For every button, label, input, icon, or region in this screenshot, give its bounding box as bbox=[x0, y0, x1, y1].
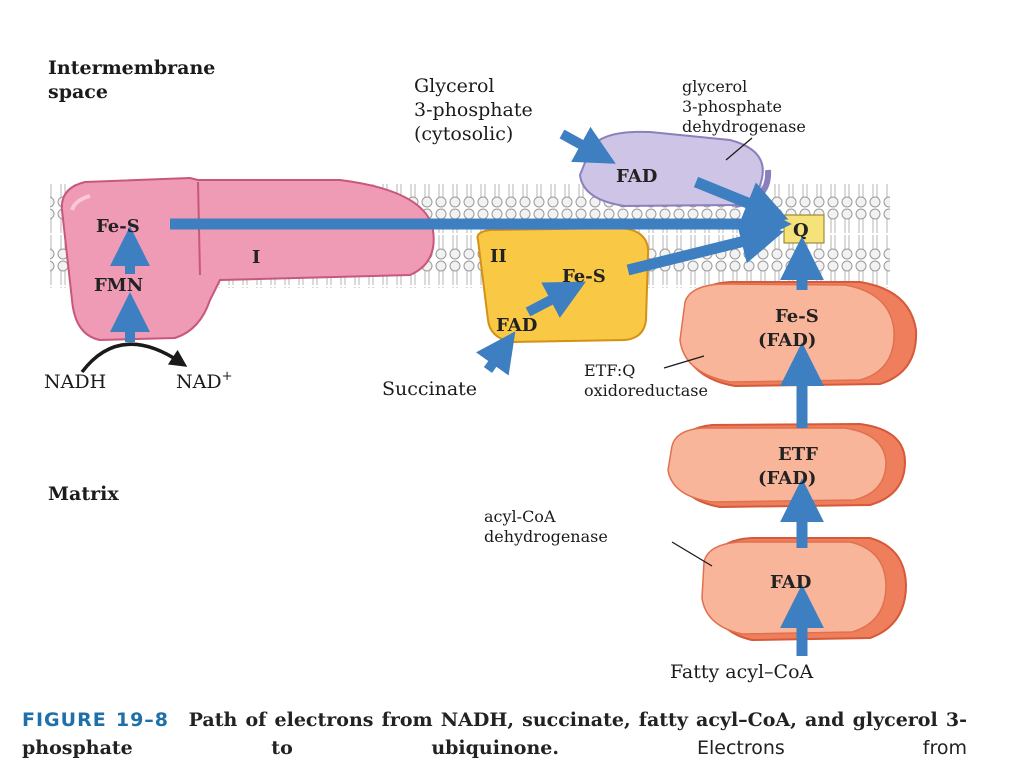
caption-bold-text: Path of electrons from NADH, succinate, … bbox=[22, 709, 967, 759]
leader-glycerol-dh bbox=[725, 137, 753, 161]
glycerol-label-line2: 3-phosphate bbox=[414, 99, 533, 121]
caption-tail: Electrons from bbox=[696, 737, 968, 759]
complex-I-fmn: FMN bbox=[94, 275, 143, 296]
glycerol-label-line1: Glycerol bbox=[414, 75, 494, 97]
glycerol-dh-fad: FAD bbox=[616, 166, 657, 187]
arrow-succinate-to-fad bbox=[475, 331, 516, 376]
complex-II-label: II bbox=[490, 246, 507, 267]
glycerol-label-line3: (cytosolic) bbox=[414, 123, 513, 145]
etf-inner-2: (FAD) bbox=[758, 468, 816, 489]
acyl-dh-name-1: acyl-CoA bbox=[484, 507, 556, 526]
etfq-inner-2: (FAD) bbox=[758, 330, 816, 351]
figure-caption: FIGURE 19–8 Path of electrons from NADH,… bbox=[22, 706, 967, 762]
etf bbox=[667, 422, 907, 509]
glycerol-dh-name-3: dehydrogenase bbox=[682, 117, 806, 136]
etfq-name-1: ETF:Q bbox=[584, 361, 635, 380]
leader-acyl-coa-dh bbox=[671, 541, 713, 567]
figure-number: FIGURE 19–8 bbox=[22, 709, 170, 731]
electron-path-diagram: Intermembrane space Matrix Fe-S FMN I NA… bbox=[44, 57, 918, 683]
etf-q-oxidoreductase bbox=[679, 281, 918, 388]
etf-inner-1: ETF bbox=[778, 444, 818, 465]
acyl-dh-fad: FAD bbox=[770, 572, 811, 593]
arrow-glycerol-to-fad bbox=[559, 126, 616, 164]
arrow-glycerol-dh-to-q bbox=[693, 176, 789, 224]
space-label: space bbox=[48, 81, 108, 103]
arrow-fes-II-to-q bbox=[626, 220, 785, 276]
leader-lines bbox=[663, 137, 753, 567]
glycerol-dh-name-1: glycerol bbox=[682, 77, 747, 96]
glycerol-dh-name-2: 3-phosphate bbox=[682, 97, 782, 116]
acyl-dh-name-2: dehydrogenase bbox=[484, 527, 608, 546]
succinate-label: Succinate bbox=[382, 378, 477, 400]
intermembrane-label: Intermembrane bbox=[48, 57, 215, 79]
complex-I-fes: Fe-S bbox=[96, 216, 140, 237]
nadh-label: NADH bbox=[44, 371, 106, 393]
complex-I bbox=[60, 176, 435, 342]
complex-II-fes: Fe-S bbox=[562, 266, 606, 287]
etfq-name-2: oxidoreductase bbox=[584, 381, 708, 400]
electron-flow-arrows bbox=[110, 126, 824, 656]
leader-etf-q bbox=[663, 355, 705, 369]
arrow-fad-to-fes-II bbox=[525, 281, 586, 318]
fatty-acyl-coa-label: Fatty acyl–CoA bbox=[670, 661, 814, 683]
complex-II-fad: FAD bbox=[496, 315, 537, 336]
ubiquinone-label: Q bbox=[793, 220, 809, 241]
nad-label: NAD+ bbox=[176, 369, 233, 393]
nadh-to-nad-arrow bbox=[80, 342, 188, 374]
etfq-inner-1: Fe-S bbox=[775, 306, 819, 327]
matrix-label: Matrix bbox=[48, 483, 119, 505]
complex-I-label: I bbox=[252, 247, 260, 268]
